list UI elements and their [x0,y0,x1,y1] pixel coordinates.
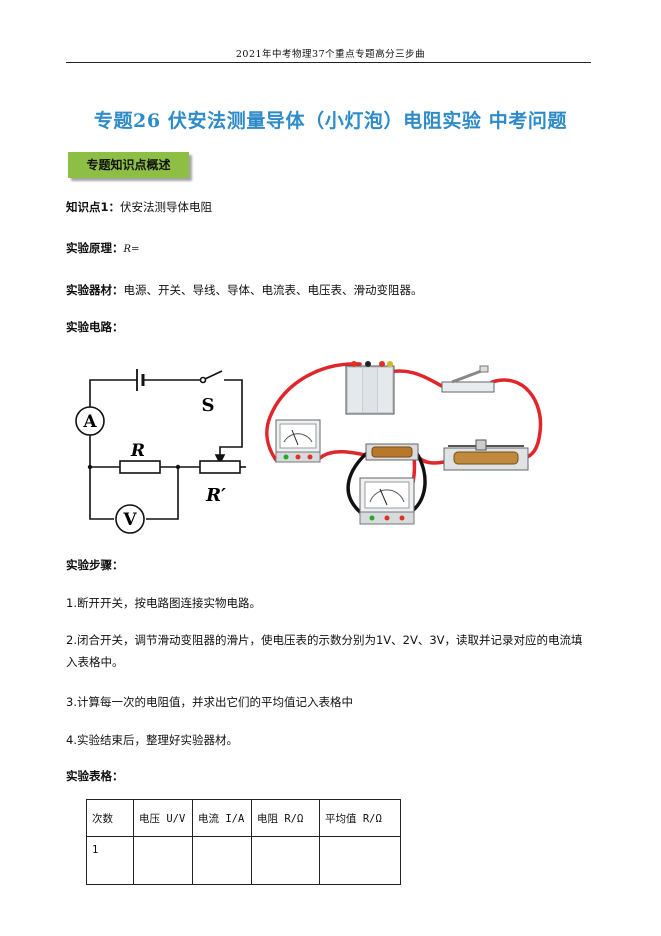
principle-formula: R= [123,244,140,255]
table-cell [133,836,193,885]
table-header-row: 次数 电压 U/V 电流 I/A 电阻 R/Ω 平均值 R/Ω [86,799,401,837]
battery-pack-icon [345,361,395,415]
equipment-label: 实验器材： [66,283,124,297]
equipment-text: 电源、开关、导线、导体、电流表、电压表、滑动变阻器。 [123,283,423,297]
table-header-cell: 电压 U/V [133,799,193,837]
ammeter-device-icon [275,419,321,463]
rheostat-label: R′ [205,485,226,506]
resistor-coil-icon [365,443,419,461]
voltmeter-device-icon [359,477,415,525]
header-rule [66,62,591,63]
steps-heading: 实验步骤： [66,557,124,573]
knowledge-point-text: 伏安法测导体电阻 [120,200,213,214]
table-header-cell: 次数 [86,799,134,837]
section-badge: 专题知识点概述 [68,152,189,178]
knife-switch-icon [441,365,495,393]
table-label: 实验表格： [66,769,124,783]
step-item: 2.闭合开关，调节滑动变阻器的滑片，使电压表的示数分别为1V、2V、3V，读取并… [66,633,583,669]
step-item: 3.计算每一次的电阻值，并求出它们的平均值记入表格中 [66,695,353,709]
principle-label: 实验原理： [66,241,124,255]
switch-label: S [202,395,215,416]
rheostat-icon [443,439,529,471]
resistor-label: R [130,441,145,461]
equipment: 实验器材：电源、开关、导线、导体、电流表、电压表、滑动变阻器。 [66,282,423,298]
physical-circuit-illustration [265,361,543,525]
circuit-schematic: A V S R R′ [75,369,246,534]
table-header-cell: 电阻 R/Ω [251,799,320,837]
page-title: 专题26 伏安法测量导体（小灯泡）电阻实验 中考问题 [93,110,568,132]
step-item: 1.断开开关，按电路图连接实物电路。 [66,596,261,610]
ammeter-symbol: A [82,412,97,432]
steps-label: 实验步骤： [66,558,124,572]
page-header: 2021年中考物理37个重点专题高分三步曲 [235,49,426,60]
table-cell [319,836,401,885]
step-item: 4.实验结束后，整理好实验器材。 [66,733,238,747]
table-header-cell: 平均值 R/Ω [319,799,401,837]
table-header-cell: 电流 I/A [192,799,252,837]
circuit-label: 实验电路： [66,320,124,334]
data-table: 次数 电压 U/V 电流 I/A 电阻 R/Ω 平均值 R/Ω 1 [86,799,401,885]
voltmeter-symbol: V [122,510,137,530]
table-cell: 1 [86,836,134,885]
table-heading: 实验表格： [66,768,124,784]
principle: 实验原理：R= [66,240,139,256]
circuit-heading: 实验电路： [66,319,124,335]
knowledge-point: 知识点1：伏安法测导体电阻 [66,199,212,215]
knowledge-point-label: 知识点1： [66,200,121,214]
table-row: 1 [86,836,401,885]
table-cell [251,836,320,885]
table-cell [192,836,252,885]
